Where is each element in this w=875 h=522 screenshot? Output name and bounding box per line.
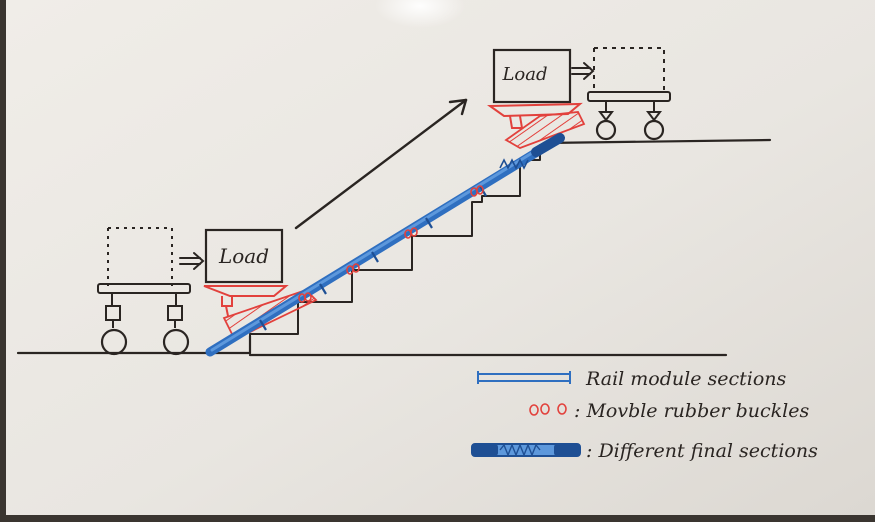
rubber-buckle-icon (352, 263, 360, 273)
rubber-buckle-icon (410, 227, 418, 237)
rubber-buckle-icon (304, 292, 312, 302)
left-cart-dashed (97, 227, 191, 356)
legend-buckle-label: : Movble rubber buckles (574, 400, 809, 422)
legend-rail-label: Rail module sections (585, 368, 787, 390)
left-load-label: Load (218, 244, 269, 268)
rubber-buckles (298, 185, 484, 303)
right-load-box (492, 48, 572, 104)
legend-rail-symbol (477, 371, 571, 384)
legend-buckle-symbol (529, 403, 567, 416)
rail-module (205, 133, 565, 357)
rubber-buckle-icon (476, 185, 484, 195)
right-double-arrow-icon (571, 62, 595, 80)
legend-final-symbol (471, 443, 581, 457)
upward-arrow-icon (294, 98, 468, 230)
right-load-label: Load (501, 64, 547, 85)
right-cart-dashed (587, 47, 671, 141)
right-hatched-support (504, 111, 586, 149)
legend-final-label: : Different final sections (586, 440, 818, 462)
left-load-box (204, 228, 284, 284)
rail-final-spring (499, 158, 529, 170)
left-lift-platform (203, 285, 289, 317)
legend: Rail module sections : Movble rubber buc… (471, 368, 818, 462)
left-double-arrow-icon (179, 252, 205, 270)
light-glare (375, 0, 465, 28)
board-surface (6, 0, 875, 515)
rail-final-end (531, 133, 565, 157)
